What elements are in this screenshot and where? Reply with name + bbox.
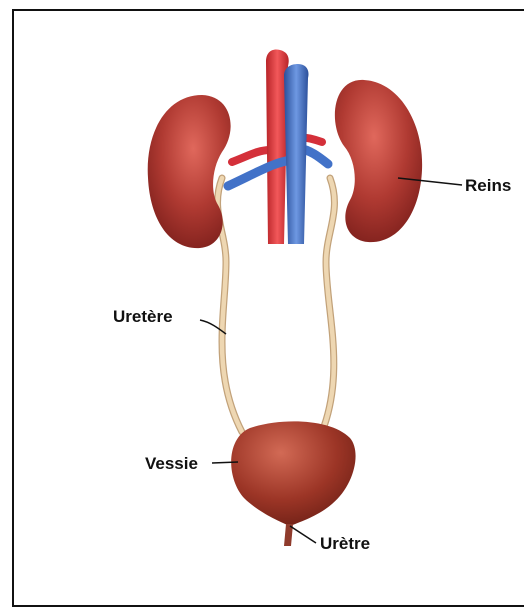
label-vessie: Vessie <box>145 454 198 474</box>
kidney-left-icon <box>148 95 231 248</box>
kidney-right-icon <box>335 80 422 242</box>
vena-cava-icon <box>284 64 309 244</box>
bladder-icon <box>231 421 355 526</box>
label-uretre: Urètre <box>320 534 370 554</box>
label-reins: Reins <box>465 176 511 196</box>
label-uretere: Uretère <box>113 307 173 327</box>
